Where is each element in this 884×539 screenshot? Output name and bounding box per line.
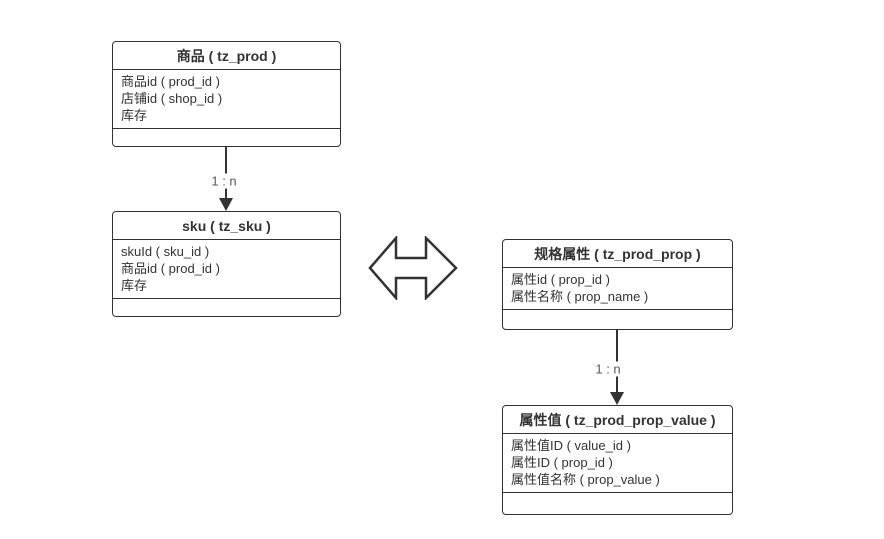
entity-prod[interactable]: 商品 ( tz_prod ) 商品id ( prod_id ) 店铺id ( s… <box>112 41 341 147</box>
field-prod-id: 商品id ( prod_id ) <box>121 74 220 89</box>
field-value-prop-id: 属性ID ( prop_id ) <box>511 455 613 470</box>
entity-prop-value-footer <box>503 493 732 514</box>
arrowhead-down-icon <box>219 198 233 211</box>
entity-sku-fields: skuId ( sku_id ) 商品id ( prod_id ) 库存 <box>113 240 340 299</box>
connector-line <box>616 330 618 392</box>
field-shop-id: 店铺id ( shop_id ) <box>121 91 223 106</box>
field-sku-prod-id: 商品id ( prod_id ) <box>121 261 220 276</box>
cardinality-label-prod-sku: 1 : n <box>208 173 240 189</box>
entity-sku-footer <box>113 299 340 316</box>
field-sku-id: skuId ( sku_id ) <box>121 244 210 259</box>
double-arrow-icon[interactable] <box>368 236 458 300</box>
field-value-id: 属性值ID ( value_id ) <box>511 438 631 453</box>
entity-prod-title: 商品 ( tz_prod ) <box>113 42 340 70</box>
entity-prod-footer <box>113 129 340 146</box>
entity-prod-prop-footer <box>503 310 732 329</box>
entity-prod-prop-title: 规格属性 ( tz_prod_prop ) <box>503 240 732 268</box>
connector-prop-to-value[interactable] <box>610 330 624 405</box>
entity-prop-value-fields: 属性值ID ( value_id ) 属性ID ( prop_id ) 属性值名… <box>503 434 732 493</box>
field-prop-id: 属性id ( prop_id ) <box>511 272 610 287</box>
field-prop-name: 属性名称 ( prop_name ) <box>511 289 649 304</box>
field-sku-stock: 库存 <box>121 278 148 293</box>
cardinality-label-prop-value: 1 : n <box>592 361 624 377</box>
entity-sku-title: sku ( tz_sku ) <box>113 212 340 240</box>
entity-sku[interactable]: sku ( tz_sku ) skuId ( sku_id ) 商品id ( p… <box>112 211 341 317</box>
entity-prod-fields: 商品id ( prod_id ) 店铺id ( shop_id ) 库存 <box>113 70 340 129</box>
arrowhead-down-icon <box>610 392 624 405</box>
field-prop-value-name: 属性值名称 ( prop_value ) <box>511 472 660 487</box>
entity-prop-value-title: 属性值 ( tz_prod_prop_value ) <box>503 406 732 434</box>
entity-prod-prop-fields: 属性id ( prop_id ) 属性名称 ( prop_name ) <box>503 268 732 310</box>
entity-prop-value[interactable]: 属性值 ( tz_prod_prop_value ) 属性值ID ( value… <box>502 405 733 515</box>
entity-prod-prop[interactable]: 规格属性 ( tz_prod_prop ) 属性id ( prop_id ) 属… <box>502 239 733 330</box>
field-prod-stock: 库存 <box>121 108 148 123</box>
connector-prod-to-sku[interactable] <box>219 147 233 211</box>
connector-line <box>225 147 227 198</box>
